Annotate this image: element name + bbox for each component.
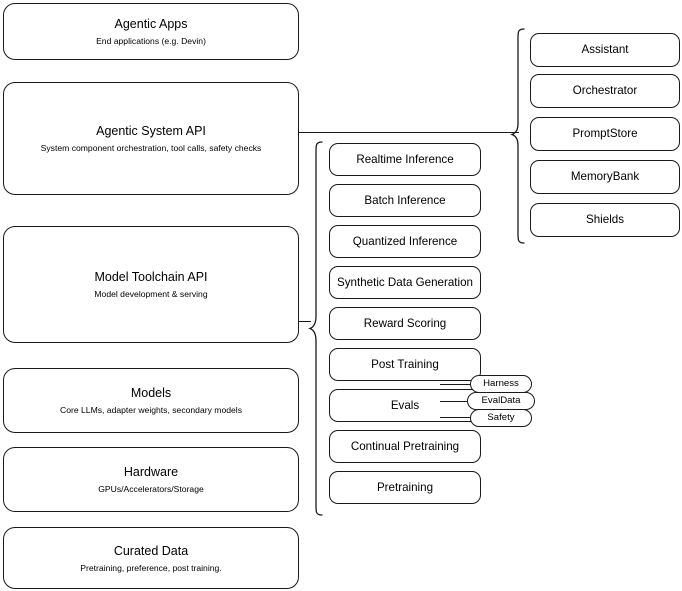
- evals-child-evaldata[interactable]: EvalData: [467, 392, 535, 410]
- connector-system-api-to-right-group: [299, 132, 519, 134]
- layer-title: Agentic System API: [96, 124, 206, 138]
- layer-subtitle: Core LLMs, adapter weights, secondary mo…: [60, 405, 242, 415]
- capability-post-training[interactable]: Post Training: [329, 348, 481, 381]
- connector-toolchain-to-middle-group: [299, 321, 311, 323]
- layer-subtitle: System component orchestration, tool cal…: [40, 143, 262, 153]
- capability-label: Realtime Inference: [356, 152, 454, 166]
- layer-subtitle: End applications (e.g. Devin): [96, 36, 206, 46]
- capability-reward-scoring[interactable]: Reward Scoring: [329, 307, 481, 340]
- curly-brace-middle-group: [308, 141, 323, 516]
- capability-label: Continual Pretraining: [350, 439, 460, 453]
- capability-label: Quantized Inference: [352, 234, 458, 248]
- capability-label: Post Training: [371, 357, 439, 371]
- layer-box-curated-data[interactable]: Curated Data Pretraining, preference, po…: [3, 527, 299, 589]
- capability-label: Batch Inference: [364, 193, 446, 207]
- layer-title: Agentic Apps: [114, 17, 188, 31]
- layer-title: Model Toolchain API: [94, 270, 208, 284]
- layer-title: Curated Data: [113, 543, 189, 558]
- connector-evals-to-harness: [440, 384, 480, 386]
- evals-child-safety[interactable]: Safety: [470, 409, 532, 427]
- capability-pretraining[interactable]: Pretraining: [329, 471, 481, 504]
- system-component-assistant[interactable]: Assistant: [530, 33, 680, 67]
- capability-label: Synthetic Data Generation: [337, 275, 473, 289]
- capability-label: Pretraining: [376, 480, 434, 494]
- capability-batch-inference[interactable]: Batch Inference: [329, 184, 481, 217]
- evals-child-label: Safety: [487, 412, 515, 423]
- connector-evals-to-evaldata: [440, 401, 476, 403]
- evals-child-label: Harness: [483, 378, 519, 389]
- layer-subtitle: GPUs/Accelerators/Storage: [98, 484, 204, 494]
- evals-child-harness[interactable]: Harness: [470, 375, 532, 393]
- system-component-shields[interactable]: Shields: [530, 203, 680, 237]
- system-component-memorybank[interactable]: MemoryBank: [530, 160, 680, 194]
- system-component-label: MemoryBank: [570, 170, 640, 183]
- capability-synthetic-data-generation[interactable]: Synthetic Data Generation: [329, 266, 481, 299]
- layer-box-agentic-apps[interactable]: Agentic Apps End applications (e.g. Devi…: [3, 3, 299, 60]
- capability-continual-pretraining[interactable]: Continual Pretraining: [329, 430, 481, 463]
- capability-label: Reward Scoring: [363, 316, 447, 330]
- curly-brace-right-group: [510, 28, 525, 244]
- capability-realtime-inference[interactable]: Realtime Inference: [329, 143, 481, 176]
- capability-quantized-inference[interactable]: Quantized Inference: [329, 225, 481, 258]
- evals-child-label: EvalData: [481, 395, 521, 406]
- system-component-label: Shields: [585, 213, 625, 226]
- layer-subtitle: Pretraining, preference, post training.: [80, 562, 222, 573]
- layer-title: Hardware: [123, 465, 179, 479]
- layer-box-model-toolchain-api[interactable]: Model Toolchain API Model development & …: [3, 226, 299, 343]
- system-component-label: Orchestrator: [572, 84, 638, 97]
- layer-title: Models: [130, 386, 172, 400]
- layer-box-models[interactable]: Models Core LLMs, adapter weights, secon…: [3, 368, 299, 433]
- capability-label: Evals: [390, 398, 420, 412]
- layer-box-hardware[interactable]: Hardware GPUs/Accelerators/Storage: [3, 447, 299, 512]
- layer-subtitle: Model development & serving: [94, 289, 208, 299]
- connector-evals-to-safety: [440, 417, 482, 419]
- layer-box-agentic-system-api[interactable]: Agentic System API System component orch…: [3, 82, 299, 195]
- system-component-label: PromptStore: [572, 127, 638, 140]
- capability-evals[interactable]: Evals: [329, 389, 481, 422]
- system-component-label: Assistant: [581, 43, 629, 56]
- system-component-orchestrator[interactable]: Orchestrator: [530, 74, 680, 108]
- system-component-promptstore[interactable]: PromptStore: [530, 117, 680, 151]
